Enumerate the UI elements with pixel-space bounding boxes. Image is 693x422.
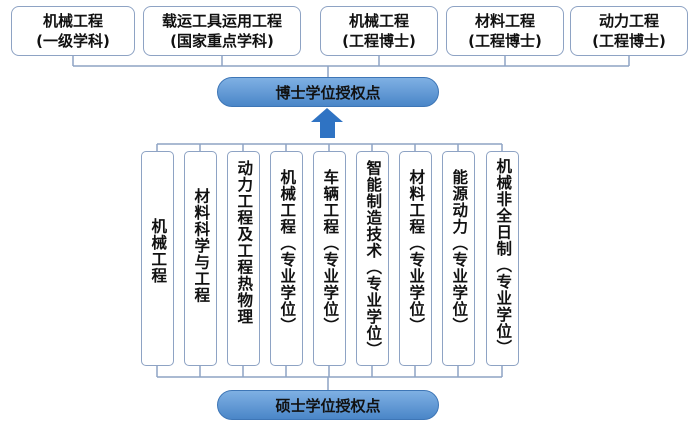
- doctoral-program-box: 机械工程 (一级学科): [11, 6, 135, 56]
- masters-program-label: 能源动力（专业学位）: [450, 169, 469, 334]
- doctoral-program-note: (工程博士): [468, 32, 542, 50]
- doctoral-program-box: 机械工程 (工程博士): [320, 6, 438, 56]
- masters-program-label: 智能制造技术（专业学位）: [364, 160, 383, 358]
- masters-program-box: 智能制造技术（专业学位）: [356, 151, 389, 366]
- doctoral-program-note: (国家重点学科): [170, 32, 274, 50]
- masters-program-box: 机械非全日制（专业学位）: [486, 151, 519, 366]
- doctoral-program-name: 载运工具运用工程: [161, 12, 282, 30]
- masters-program-box: 材料工程（专业学位）: [399, 151, 432, 366]
- masters-program-box: 机械工程（专业学位）: [270, 151, 303, 366]
- doctoral-program-note: (一级学科): [36, 32, 110, 50]
- masters-program-label: 动力工程及工程热物理: [235, 160, 254, 325]
- masters-program-label: 材料工程（专业学位）: [407, 169, 426, 334]
- masters-program-box: 能源动力（专业学位）: [442, 151, 475, 366]
- doctoral-program-note: (工程博士): [342, 32, 416, 50]
- masters-program-label: 材料科学与工程: [192, 188, 211, 304]
- doctoral-program-name: 机械工程: [42, 12, 103, 30]
- doctoral-program-box: 动力工程 (工程博士): [570, 6, 688, 56]
- masters-program-box: 机械工程: [141, 151, 174, 366]
- doctoral-program-name: 机械工程: [348, 12, 409, 30]
- doctoral-program-name: 材料工程: [474, 12, 535, 30]
- doctoral-program-name: 动力工程: [598, 12, 659, 30]
- masters-program-label: 机械工程（专业学位）: [278, 169, 297, 334]
- masters-program-box: 车辆工程（专业学位）: [313, 151, 346, 366]
- doctoral-program-note: (工程博士): [592, 32, 666, 50]
- doctoral-program-box: 载运工具运用工程 (国家重点学科): [143, 6, 301, 56]
- masters-program-label: 机械工程: [149, 218, 168, 284]
- masters-program-box: 材料科学与工程: [184, 151, 217, 366]
- up-arrow-icon: [311, 108, 344, 138]
- masters-program-label: 车辆工程（专业学位）: [321, 169, 340, 334]
- masters-program-label: 机械非全日制（专业学位）: [494, 158, 513, 356]
- doctoral-authorization-label: 博士学位授权点: [217, 77, 439, 107]
- masters-program-box: 动力工程及工程热物理: [227, 151, 260, 366]
- masters-authorization-label: 硕士学位授权点: [217, 390, 439, 420]
- doctoral-program-box: 材料工程 (工程博士): [446, 6, 564, 56]
